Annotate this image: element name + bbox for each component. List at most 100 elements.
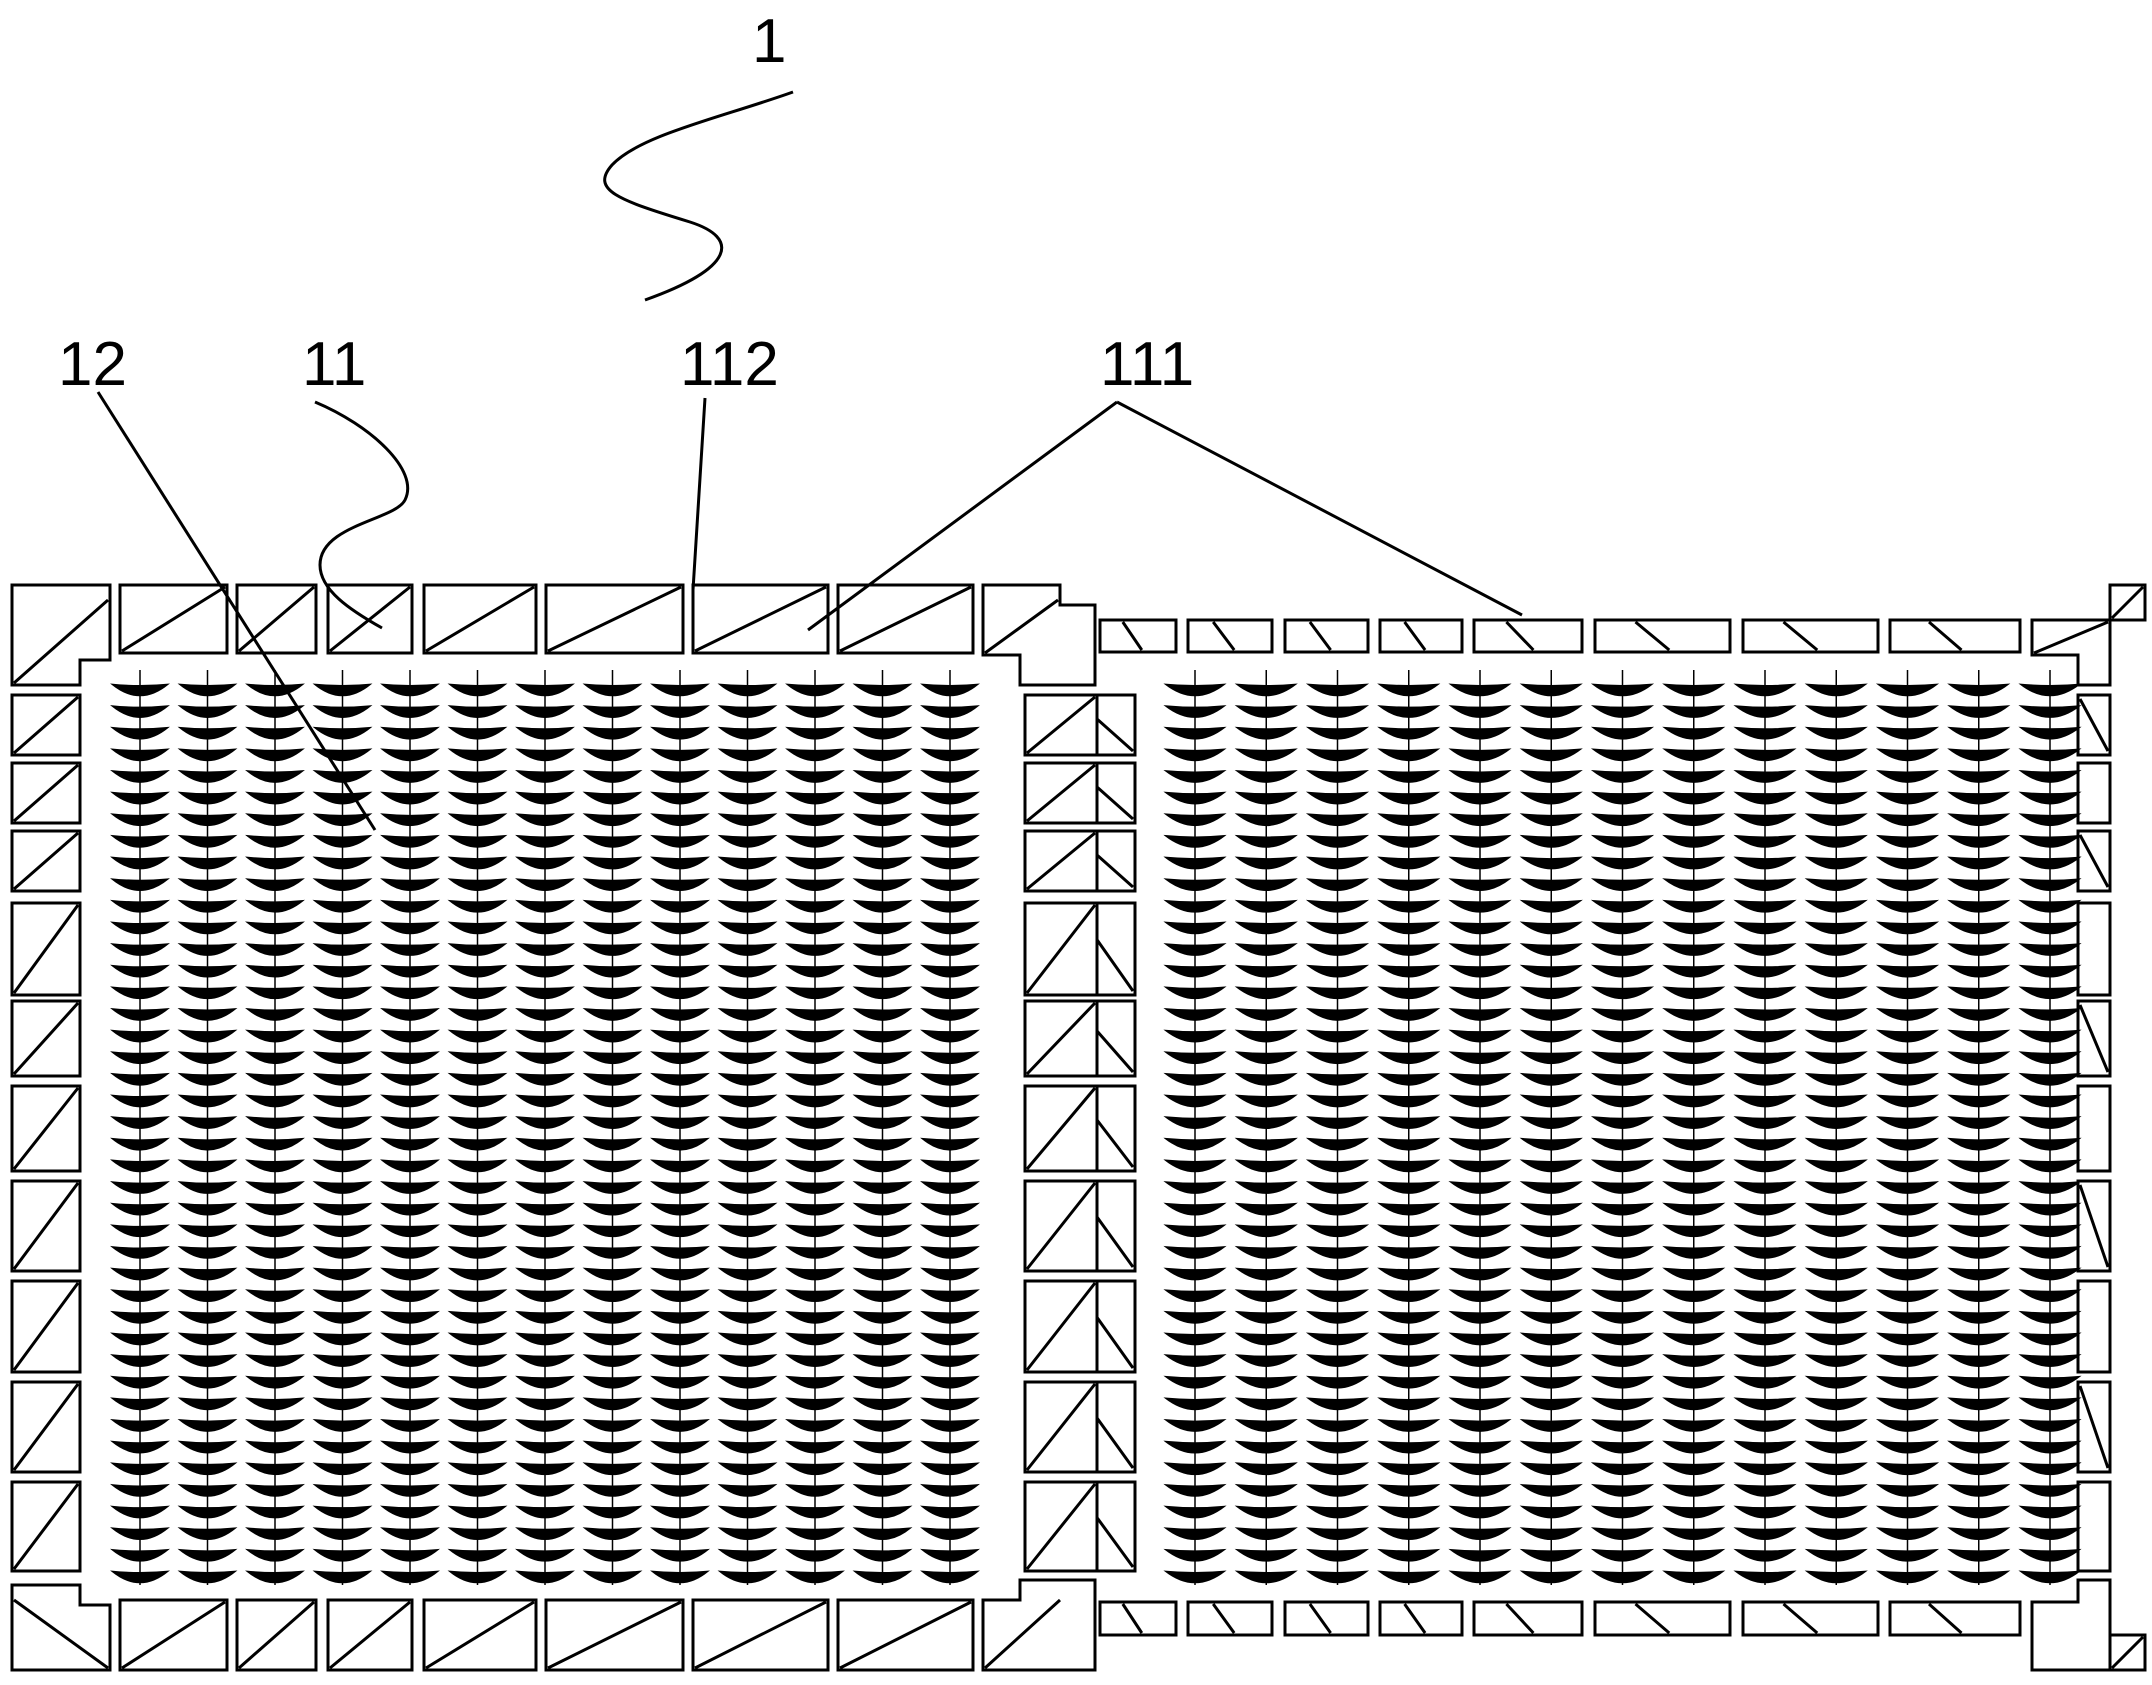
left-lens-6-22 (515, 1159, 575, 1173)
right-lens-2-31 (1305, 1354, 1370, 1367)
right-lens-3-24 (1377, 1202, 1441, 1216)
left-lens-0-36 (110, 1462, 170, 1475)
left-lens-2-12 (245, 943, 305, 956)
right-bottom-block-5-hatch (1782, 1602, 1819, 1635)
right-lens-6-7 (1590, 834, 1655, 848)
right-lens-5-26 (1519, 1245, 1583, 1259)
right-lens-0-12 (1163, 943, 1227, 956)
left-bottom-block-0-hatch (121, 1600, 226, 1670)
left-lens-5-40 (447, 1548, 508, 1562)
left-lens-2-0 (245, 683, 305, 697)
right-lens-3-26 (1377, 1245, 1441, 1259)
left-lens-12-34 (920, 1419, 980, 1432)
right-lens-12-19 (2018, 1094, 2082, 1108)
left-lens-4-18 (380, 1072, 440, 1086)
left-lens-11-18 (852, 1072, 913, 1086)
right-lens-10-31 (1875, 1354, 1940, 1367)
right-lens-9-37 (1804, 1483, 1868, 1497)
right-side-block-5 (2076, 1084, 2112, 1173)
right-lens-4-38 (1448, 1505, 1512, 1519)
right-bottom-block-2 (1378, 1600, 1464, 1637)
left-lens-9-31 (717, 1354, 778, 1367)
left-lens-10-5 (785, 791, 845, 805)
label-frame: 11 (302, 330, 366, 399)
left-lens-0-33 (110, 1397, 170, 1411)
right-lens-7-3 (1662, 748, 1726, 762)
left-lens-8-32 (650, 1375, 710, 1389)
left-side-block-1-hatch (13, 763, 79, 823)
left-lens-9-12 (717, 943, 778, 956)
right-lens-10-15 (1875, 1007, 1940, 1021)
left-lens-8-8 (650, 856, 710, 870)
left-lens-2-1 (245, 705, 305, 718)
left-lens-4-16 (380, 1029, 440, 1043)
right-bottom-block-5 (1741, 1600, 1880, 1637)
left-lens-7-0 (582, 683, 643, 697)
right-lens-8-27 (1733, 1267, 1797, 1281)
right-lens-4-0 (1448, 683, 1512, 697)
left-lens-9-4 (717, 769, 778, 783)
right-lens-3-3 (1377, 748, 1441, 762)
left-lens-12-31 (920, 1354, 980, 1367)
left-lens-6-8 (515, 856, 575, 870)
right-lens-11-1 (1947, 705, 2011, 718)
right-lens-8-29 (1733, 1310, 1797, 1324)
right-lens-12-25 (2018, 1224, 2082, 1237)
left-lens-11-19 (852, 1094, 913, 1108)
right-lens-11-21 (1947, 1137, 2011, 1151)
left-lens-2-7 (245, 834, 305, 848)
right-lens-1-20 (1234, 1116, 1298, 1129)
left-lens-11-23 (852, 1181, 913, 1194)
right-lens-3-10 (1377, 899, 1441, 913)
left-lens-3-18 (312, 1072, 373, 1086)
right-lens-6-18 (1590, 1072, 1655, 1086)
left-lens-9-9 (717, 878, 778, 891)
right-lens-11-30 (1947, 1332, 2011, 1346)
left-lens-1-17 (177, 1051, 238, 1064)
right-lens-1-13 (1234, 964, 1298, 978)
right-lens-4-2 (1448, 726, 1512, 740)
right-lens-6-3 (1590, 748, 1655, 762)
right-lens-4-22 (1448, 1159, 1512, 1173)
left-lens-7-26 (582, 1245, 643, 1259)
right-lens-0-36 (1163, 1462, 1227, 1475)
right-side-block-3 (2076, 901, 2112, 997)
right-lens-12-9 (2018, 878, 2082, 891)
right-lens-8-12 (1733, 943, 1797, 956)
right-lens-10-27 (1875, 1267, 1940, 1281)
left-lens-10-27 (785, 1267, 845, 1281)
middle-side-block-9-hatch (1025, 1483, 1097, 1570)
left-lens-1-41 (177, 1570, 238, 1584)
right-lens-7-34 (1662, 1419, 1726, 1432)
left-lens-0-0 (110, 683, 170, 697)
right-lens-11-23 (1947, 1181, 2011, 1194)
right-lens-9-27 (1804, 1267, 1868, 1281)
right-lens-11-18 (1947, 1072, 2011, 1086)
left-lens-0-28 (110, 1289, 170, 1302)
right-lens-3-21 (1377, 1137, 1441, 1151)
left-lens-5-29 (447, 1310, 508, 1324)
left-lens-8-37 (650, 1483, 710, 1497)
right-lens-4-25 (1448, 1224, 1512, 1237)
right-lens-1-22 (1234, 1159, 1298, 1173)
right-lens-5-13 (1519, 964, 1583, 978)
middle-side-block-4-hatch (1025, 1001, 1097, 1076)
left-lens-6-23 (515, 1181, 575, 1194)
right-lens-1-3 (1234, 748, 1298, 762)
left-top-block-5-hatch (694, 585, 827, 653)
right-lens-11-35 (1947, 1440, 2011, 1454)
left-lens-10-11 (785, 921, 845, 935)
right-lens-12-20 (2018, 1116, 2082, 1129)
right-lens-0-4 (1163, 769, 1227, 783)
left-lens-4-37 (380, 1483, 440, 1497)
left-top-block-6-hatch (839, 585, 972, 653)
right-bottom-block-1 (1283, 1600, 1370, 1637)
left-lens-8-12 (650, 943, 710, 956)
left-lens-11-17 (852, 1051, 913, 1064)
right-lens-9-2 (1804, 726, 1868, 740)
right-top-block-4-hatch (1634, 620, 1671, 652)
left-lens-6-7 (515, 834, 575, 848)
right-lens-1-36 (1234, 1462, 1298, 1475)
left-lens-12-15 (920, 1007, 980, 1021)
right-lens-0-27 (1163, 1267, 1227, 1281)
